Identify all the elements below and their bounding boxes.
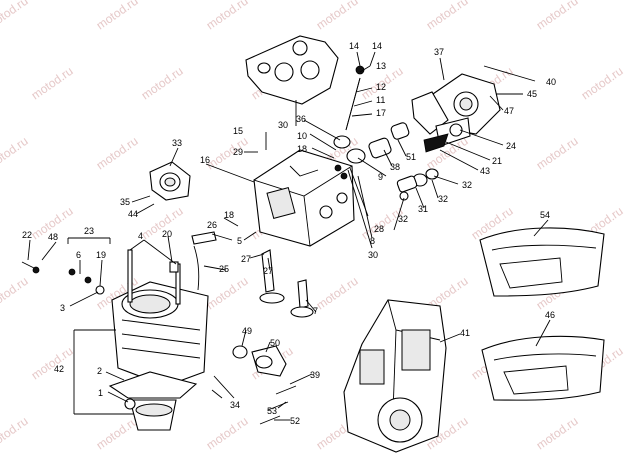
callout-4: 4 xyxy=(138,231,143,241)
callout-8: 8 xyxy=(370,236,375,246)
watermark-text: motod.ru xyxy=(0,0,31,32)
watermark-text: motod.ru xyxy=(534,0,581,32)
callout-3: 3 xyxy=(60,303,65,313)
water-pump-housing xyxy=(411,73,501,153)
pump-shaft-parts xyxy=(368,122,439,201)
watermark-text: motod.ru xyxy=(204,274,251,313)
watermark-text: motod.ru xyxy=(29,64,76,103)
callout-31: 31 xyxy=(418,204,428,214)
watermark-text: motod.ru xyxy=(424,0,471,32)
callout-25: 25 xyxy=(219,264,229,274)
watermark-text: motod.ru xyxy=(204,134,251,173)
callout-42: 42 xyxy=(54,364,64,374)
callout-40: 40 xyxy=(546,77,556,87)
gasket-set-bag-54 xyxy=(479,227,605,297)
exhaust-elbow xyxy=(232,345,287,377)
watermark-text: motod.ru xyxy=(0,134,31,173)
callout-19: 19 xyxy=(96,250,106,260)
callout-2: 2 xyxy=(97,366,102,376)
watermark-text: motod.ru xyxy=(94,134,141,173)
callout-30b: 30 xyxy=(368,250,378,260)
cylinder-block xyxy=(108,281,209,431)
exhaust-valves xyxy=(259,249,314,318)
callout-46: 46 xyxy=(545,310,555,320)
callout-33: 33 xyxy=(172,138,182,148)
callout-45: 45 xyxy=(527,89,537,99)
callout-27: 27 xyxy=(241,254,251,264)
callout-43: 43 xyxy=(480,166,490,176)
intake-manifold xyxy=(149,161,191,201)
watermark-text: motod.ru xyxy=(94,0,141,32)
callout-50: 50 xyxy=(270,338,280,348)
watermark-text: motod.ru xyxy=(314,274,361,313)
callout-18: 18 xyxy=(297,144,307,154)
callout-29: 29 xyxy=(233,147,243,157)
watermark-text: motod.ru xyxy=(534,134,581,173)
callout-52: 52 xyxy=(290,416,300,426)
callout-54: 54 xyxy=(540,210,550,220)
callout-18b: 18 xyxy=(224,210,234,220)
leader-lines xyxy=(27,51,551,421)
crankcase-top-cover xyxy=(245,35,339,105)
callout-5: 5 xyxy=(237,236,242,246)
callout-38: 38 xyxy=(390,162,400,172)
callout-32c: 32 xyxy=(398,214,408,224)
callout-9: 9 xyxy=(378,172,383,182)
callout-44: 44 xyxy=(128,209,138,219)
watermark-text: motod.ru xyxy=(204,0,251,32)
callout-14a: 14 xyxy=(349,41,359,51)
callout-28: 28 xyxy=(374,224,384,234)
callout-17: 17 xyxy=(376,108,386,118)
callout-41: 41 xyxy=(460,328,470,338)
watermark-text: motod.ru xyxy=(534,414,581,453)
callout-30a: 30 xyxy=(278,120,288,130)
gasket-set-bag-46 xyxy=(481,335,605,401)
callout-22: 22 xyxy=(22,230,32,240)
callout-36: 36 xyxy=(296,114,306,124)
callout-7: 7 xyxy=(313,306,318,316)
callout-13: 13 xyxy=(376,61,386,71)
callout-32a: 32 xyxy=(462,180,472,190)
callout-48: 48 xyxy=(48,232,58,242)
callout-53: 53 xyxy=(267,406,277,416)
watermark-text: motod.ru xyxy=(29,344,76,383)
callout-32b: 32 xyxy=(438,194,448,204)
callout-16: 16 xyxy=(200,155,210,165)
callout-11: 11 xyxy=(376,95,385,105)
callout-37: 37 xyxy=(434,47,444,57)
watermark-text: motod.ru xyxy=(0,274,31,313)
callout-49: 49 xyxy=(242,326,252,336)
callout-10: 10 xyxy=(297,131,307,141)
callout-12: 12 xyxy=(376,82,386,92)
watermark-text: motod.ru xyxy=(0,414,31,453)
complete-engine xyxy=(343,299,447,453)
watermark-text: motod.ru xyxy=(94,414,141,453)
callout-47: 47 xyxy=(504,106,514,116)
callout-39: 39 xyxy=(310,370,320,380)
callout-26: 26 xyxy=(207,220,217,230)
watermark-text: motod.ru xyxy=(139,64,186,103)
watermark-text: motod.ru xyxy=(579,64,625,103)
callout-51: 51 xyxy=(406,152,416,162)
callout-14b: 14 xyxy=(372,41,382,51)
callout-23: 23 xyxy=(84,226,94,236)
crankcase-block xyxy=(253,149,355,247)
callout-35: 35 xyxy=(120,197,130,207)
oil-hose xyxy=(191,231,217,291)
callout-27b: 27 xyxy=(263,266,273,276)
watermark-text: motod.ru xyxy=(314,0,361,32)
callout-labels: 14 14 13 12 11 17 36 30 10 18 37 40 45 4… xyxy=(22,41,556,426)
callout-20: 20 xyxy=(162,229,172,239)
callout-21: 21 xyxy=(492,156,502,166)
callout-6: 6 xyxy=(76,250,81,260)
callout-15: 15 xyxy=(233,126,243,136)
callout-24: 24 xyxy=(506,141,516,151)
callout-1: 1 xyxy=(98,388,103,398)
callout-34: 34 xyxy=(230,400,240,410)
watermark-text: motod.ru xyxy=(204,414,251,453)
